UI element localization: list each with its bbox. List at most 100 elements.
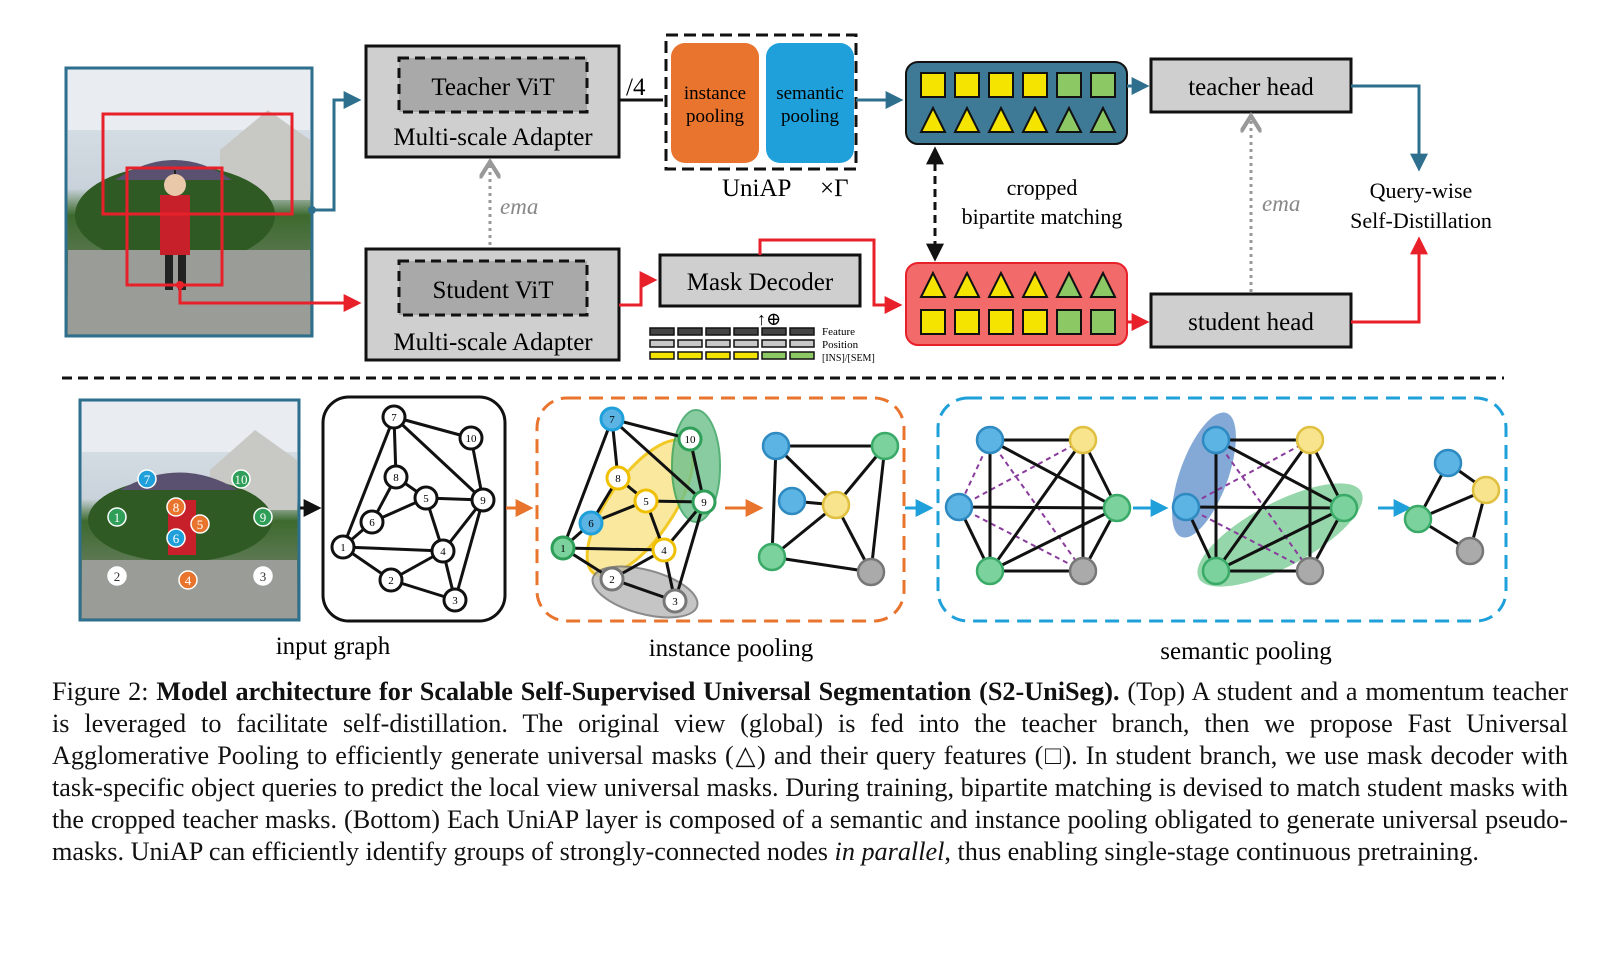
query-tokens [649, 327, 815, 360]
graph-node [605, 465, 631, 491]
crop-box-large [101, 112, 294, 216]
student-vit-block: Student ViT Multi-scale Adapter [364, 247, 621, 362]
div4-label: /4 [626, 74, 646, 101]
graph-node [856, 557, 886, 587]
graph-node [330, 534, 356, 560]
uniap-label: UniAP [722, 175, 791, 202]
photo-node-marker [178, 570, 198, 590]
graph-node [677, 426, 703, 452]
graph-node [1201, 556, 1231, 586]
photo-node-marker [107, 507, 127, 527]
student-vit-label: Student ViT [433, 277, 554, 304]
teacher-vit-label: Teacher ViT [431, 74, 554, 101]
graph-node [1329, 493, 1359, 523]
photo-node-marker [166, 528, 186, 548]
graph-node [550, 535, 576, 561]
graph-node [821, 490, 851, 520]
graph-node [761, 431, 791, 461]
photo-node-label: 5 [197, 517, 204, 532]
graph-node [1455, 536, 1485, 566]
teacher-queries [905, 61, 1128, 145]
instance-pooling-box [535, 396, 906, 623]
matching-line2: bipartite matching [962, 204, 1123, 229]
legend-position: Position [822, 339, 859, 351]
photo-node-marker [137, 469, 157, 489]
graph-node [633, 488, 659, 514]
graph-node-label: 10 [685, 434, 697, 446]
graph-node [458, 425, 484, 451]
photo-node-label: 1 [114, 510, 121, 525]
photo-node-label: 8 [173, 500, 180, 515]
legend-feature: Feature [822, 326, 855, 338]
graph-node [1295, 556, 1325, 586]
graph-node-label: 6 [369, 517, 375, 529]
plus-symbol: ↑⊕ [757, 309, 781, 329]
graph-node [378, 567, 404, 593]
label-input-graph: input graph [276, 633, 391, 660]
mask-decoder-box [658, 253, 862, 308]
graph-node [359, 509, 385, 535]
caption-italic: in parallel [834, 837, 945, 866]
graph-node [1068, 556, 1098, 586]
photo-node-label: 7 [144, 472, 151, 487]
graph-node-label: 2 [388, 575, 394, 587]
graph-node-label: 3 [672, 596, 678, 608]
graph-node [975, 425, 1005, 455]
distill-line2: Self-Distillation [1350, 208, 1492, 233]
graph-node [430, 538, 456, 564]
student-head-label: student head [1188, 309, 1314, 336]
legend-ins-sem: [INS]/[SEM] [822, 353, 875, 364]
graph-node [383, 464, 409, 490]
graph-node [381, 404, 407, 430]
photo-node-marker [231, 469, 251, 489]
graph-node [599, 406, 625, 432]
graph-node [599, 566, 625, 592]
teacher-head-label: teacher head [1188, 74, 1314, 101]
graph-node [413, 485, 439, 511]
photo-node-marker [253, 507, 273, 527]
graph-node-label: 1 [560, 543, 566, 555]
graph-node-label: 4 [661, 545, 667, 557]
graph-node [777, 486, 807, 516]
graph-node-label: 8 [393, 472, 399, 484]
semantic-pooled-graph [1403, 448, 1501, 566]
graph-node [662, 588, 688, 614]
graph-node [870, 431, 900, 461]
semantic-graph-a [944, 425, 1132, 586]
figure-caption: Figure 2: Model architecture for Scalabl… [52, 676, 1568, 868]
graph-node-label: 6 [588, 518, 594, 530]
graph-node [1433, 448, 1463, 478]
caption-title: Model architecture for Scalable Self-Sup… [156, 677, 1120, 706]
photo-node-label: 3 [260, 569, 267, 584]
caption-text1: (Top) A student and a momentum teacher i… [52, 677, 1568, 866]
graph-node-label: 5 [423, 493, 429, 505]
graph-node-label: 10 [466, 433, 478, 445]
matching-line1: cropped [1007, 175, 1078, 200]
graph-node-label: 8 [615, 473, 621, 485]
graph-node [1102, 493, 1132, 523]
photo-node-marker [166, 497, 186, 517]
distill-line1: Query-wise [1370, 178, 1473, 203]
photo-node-label: 10 [235, 472, 248, 487]
semantic-pooling-box [936, 396, 1508, 623]
graph-node-label: 9 [480, 495, 486, 507]
graph-node-label: 4 [440, 546, 446, 558]
graph-node [470, 487, 496, 513]
instance-pool-line2: pooling [686, 106, 745, 127]
instance-pool-line1: instance [684, 83, 746, 104]
mask-decoder-label: Mask Decoder [687, 269, 834, 296]
graph-node [1171, 492, 1201, 522]
times-gamma-label: ×Γ [820, 175, 849, 202]
graph-node [578, 510, 604, 536]
student-queries [905, 262, 1128, 346]
graph-node [651, 537, 677, 563]
semantic-graph-b [1171, 425, 1359, 586]
photo-node-label: 4 [185, 573, 192, 588]
photo-node-marker [253, 566, 273, 586]
student-adapter-label: Multi-scale Adapter [393, 329, 593, 356]
photo-node-label: 6 [173, 531, 180, 546]
photo-node-marker [107, 566, 127, 586]
